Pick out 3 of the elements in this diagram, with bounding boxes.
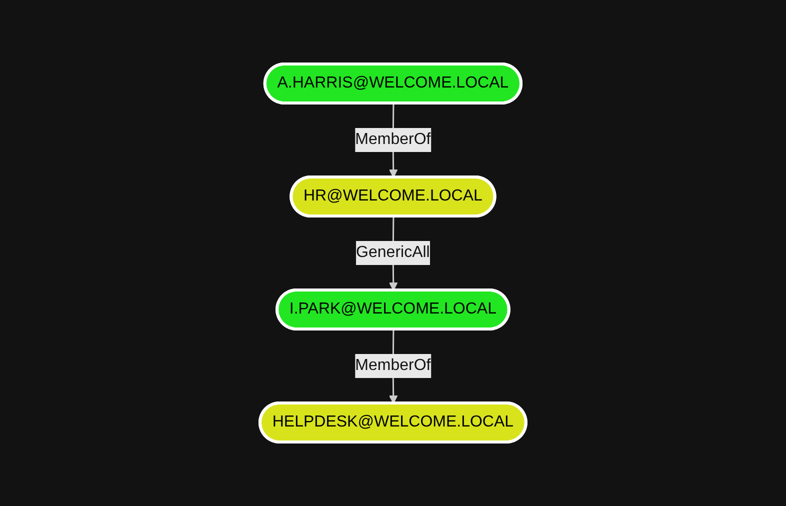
edge-label: GenericAll <box>356 244 430 261</box>
edge-label: MemberOf <box>355 130 431 148</box>
edge-label: MemberOf <box>355 356 431 374</box>
